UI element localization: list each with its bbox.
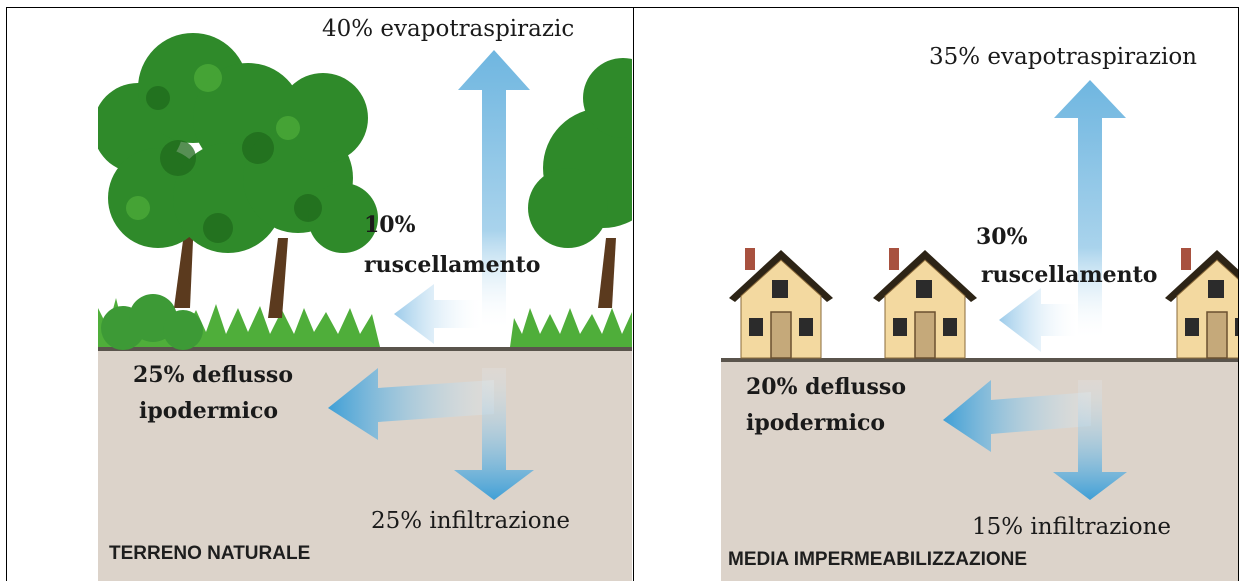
subsurface-flow-arrow	[943, 380, 1091, 452]
grass-right	[510, 308, 632, 347]
tree-canopy-right	[528, 58, 632, 248]
runoff-arrow	[394, 284, 482, 344]
runoff-arrow	[999, 288, 1078, 352]
panel-divider	[633, 7, 634, 581]
panel-caption: TERRENO NATURALE	[109, 543, 311, 564]
house	[1164, 247, 1238, 359]
house	[728, 247, 834, 359]
runoff-label: ruscellamento	[981, 262, 1158, 288]
evapotranspiration-label: 35% evapotraspirazion	[929, 44, 1197, 70]
runoff-label: ruscellamento	[364, 252, 541, 278]
infiltration-label: 15% infiltrazione	[972, 514, 1171, 540]
panel-medium-impermeabilization	[721, 8, 1238, 581]
tree-trunk	[598, 238, 616, 308]
tree-canopy-left	[98, 33, 378, 253]
subsurface-flow-label: 20% deflusso	[746, 374, 906, 400]
figure-frame	[6, 7, 1239, 581]
tree-trunk	[268, 238, 288, 318]
evapotranspiration-arrow	[458, 50, 530, 328]
subsurface-flow-label: 25% deflusso	[133, 362, 293, 388]
bush	[101, 294, 203, 350]
panel-natural-terrain	[98, 8, 632, 581]
tree-trunk	[174, 218, 194, 308]
subsurface-flow-label-2: ipodermico	[746, 410, 886, 436]
subsurface-flow-arrow	[328, 368, 494, 440]
runoff-percent-label: 30%	[976, 224, 1028, 250]
infiltration-label: 25% infiltrazione	[371, 508, 570, 534]
subsurface-flow-label-2: ipodermico	[139, 398, 279, 424]
panel-caption: MEDIA IMPERMEABILIZZAZIONE	[728, 549, 1028, 570]
urban-terrain-illustration	[721, 80, 1238, 581]
ground-line	[98, 347, 632, 351]
runoff-percent-label: 10%	[364, 212, 416, 238]
natural-terrain-illustration	[98, 33, 632, 581]
evapotranspiration-label: 40% evapotraspirazic	[322, 16, 575, 42]
infiltration-arrow	[1053, 380, 1127, 500]
ground-line	[721, 358, 1238, 362]
infiltration-arrow	[454, 368, 534, 500]
house	[872, 247, 978, 359]
evapotranspiration-arrow	[1054, 80, 1126, 338]
